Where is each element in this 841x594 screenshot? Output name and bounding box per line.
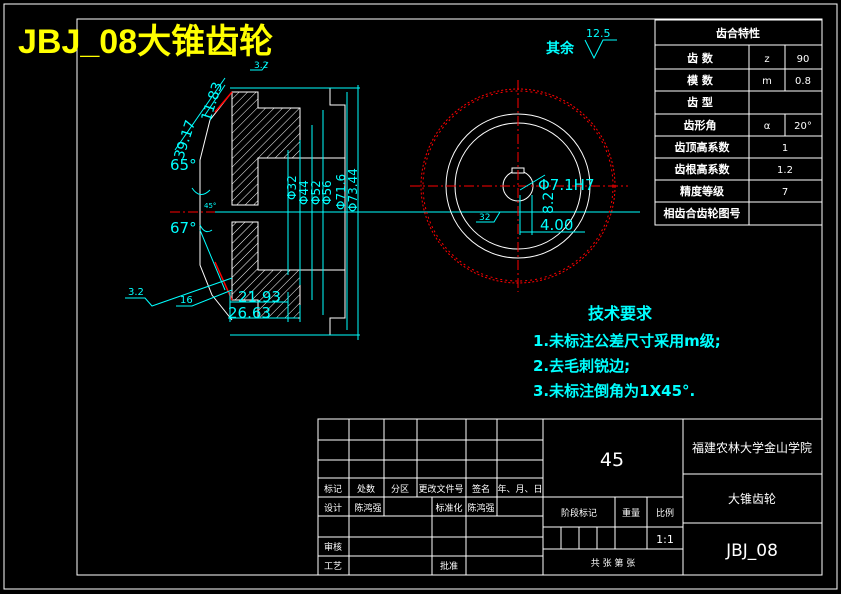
dim-vertical: Φ56 (320, 180, 334, 205)
roughness-1: 3.2 (128, 287, 144, 298)
param-value: 7 (782, 187, 788, 198)
title-banner: JBJ_08大锥齿轮 (18, 23, 273, 61)
dim-width-2: 26.63 (228, 304, 271, 322)
param-value: 0.8 (795, 76, 811, 87)
title-block (317, 418, 823, 576)
tech-requirements: 技术要求 1.未标注公差尺寸采用m级; 2.去毛刺锐边; 3.未标注倒角为1X4… (533, 304, 721, 400)
label-approve: 批准 (440, 560, 458, 572)
label-standard: 标准化 (435, 502, 462, 514)
dim-face-width: 11.83 (199, 80, 227, 123)
roughness-bore: 32 (479, 213, 490, 223)
chamfer-note: 45° (204, 202, 216, 210)
roughness-2: 16 (180, 295, 193, 306)
dim-vertical: Φ71.6 (334, 174, 348, 210)
gear-params-table: 齿合特性 齿 数 z 90 模 数 m 0.8 齿 型 齿形角 α 20° 齿顶… (654, 19, 823, 226)
dim-vertical: Φ44 (297, 180, 311, 205)
title-block-text: 45 福建农林大学金山学院 大锥齿轮 JBJ_08 1:1 标记 处数 分区 更… (324, 440, 812, 572)
designer-name: 陈鸿强 (354, 502, 381, 514)
dim-width-1: 21.93 (238, 288, 281, 306)
label-design: 设计 (324, 502, 342, 514)
param-name: 齿 型 (687, 95, 713, 109)
tech-req-title: 技术要求 (588, 304, 653, 323)
param-name: 模 数 (687, 73, 714, 87)
dim-cone-distance: 39.17 (172, 118, 200, 161)
label-date: 年、月、日 (497, 483, 542, 495)
label-review: 审核 (324, 541, 342, 553)
param-name: 齿顶高系数 (675, 140, 731, 154)
gear-params-header: 齿合特性 (716, 26, 760, 40)
outer-border (3, 3, 838, 590)
param-name: 齿根高系数 (675, 162, 731, 176)
param-name: 精度等级 (680, 184, 725, 198)
param-value: 20° (794, 121, 812, 132)
param-value: 1.2 (777, 165, 793, 176)
label-stage: 阶段标记 (561, 507, 597, 519)
school-name: 福建农林大学金山学院 (692, 440, 812, 455)
label-weight: 重量 (622, 507, 640, 519)
label-sheets: 共 张 第 张 (591, 557, 636, 569)
surface-note-value: 12.5 (586, 27, 611, 40)
label-mark: 标记 (324, 483, 342, 495)
roughness-leader-2 (176, 289, 233, 307)
param-name: 齿形角 (684, 118, 717, 132)
dim-bore: Φ7.1H7 (538, 176, 594, 194)
scale-value: 1:1 (656, 533, 674, 546)
roughness-top: 3.2 (254, 61, 268, 71)
dim-vertical: Φ73.44 (346, 168, 360, 212)
label-process: 工艺 (324, 561, 342, 572)
roughness-symbol (584, 39, 617, 60)
param-symbol: α (764, 121, 771, 132)
roughness-leader-1 (125, 277, 233, 307)
section-view: Φ32 Φ44 Φ52 Φ56 Φ71.6 Φ73.44 39.17 11.83… (125, 61, 640, 340)
param-name: 相齿合齿轮图号 (664, 206, 741, 220)
dim-angle-67: 67° (170, 219, 197, 237)
surface-note: 其余 12.5 (546, 27, 617, 60)
tech-req-item: 3.未标注倒角为1X45°. (533, 382, 695, 400)
param-symbol: z (764, 54, 769, 65)
dim-key-width: 4.00 (540, 216, 573, 234)
part-name: 大锥齿轮 (728, 492, 776, 506)
dim-key-depth: 8.2 (541, 192, 557, 214)
dim-vertical: Φ52 (309, 180, 323, 205)
cone-face (199, 91, 233, 321)
param-value: 90 (797, 54, 810, 65)
tech-req-item: 2.去毛刺锐边; (533, 357, 630, 375)
label-count: 处数 (357, 483, 375, 495)
dim-vertical: Φ32 (285, 175, 299, 200)
param-symbol: m (762, 76, 772, 87)
label-scale: 比例 (656, 507, 674, 519)
front-view: Φ7.1H7 4.00 8.2 32 (410, 80, 628, 292)
drawing-number: JBJ_08 (725, 541, 778, 561)
standardizer-name: 陈鸿强 (467, 502, 494, 514)
label-doc-no: 更改文件号 (418, 483, 463, 495)
dim-angle-65: 65° (170, 156, 197, 174)
label-zone: 分区 (391, 484, 409, 495)
param-value: 1 (782, 143, 788, 154)
material: 45 (600, 449, 624, 471)
surface-note-label: 其余 (546, 40, 575, 57)
label-sign: 签名 (472, 483, 490, 495)
tech-req-item: 1.未标注公差尺寸采用m级; (533, 332, 721, 350)
param-name: 齿 数 (687, 51, 714, 65)
